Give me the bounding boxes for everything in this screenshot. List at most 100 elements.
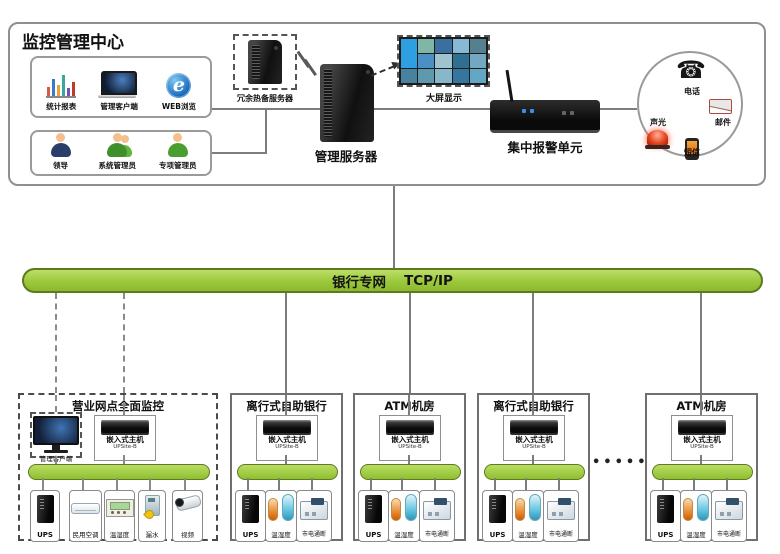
connector-line	[408, 455, 410, 464]
big-screen-box	[397, 35, 490, 87]
connector-line	[393, 186, 395, 268]
connector-dashed	[149, 478, 151, 490]
site-network-pill	[484, 464, 585, 480]
connector-line	[700, 395, 702, 415]
device-label: 温湿度	[109, 531, 130, 539]
device-label: 市电通断	[548, 531, 573, 538]
tool-client: 管理客户端	[98, 70, 138, 113]
role-label: 专项管理员	[159, 161, 197, 170]
site-network-pill	[652, 464, 753, 480]
role-leader: 领导	[46, 132, 76, 171]
connector-dashed	[123, 293, 125, 393]
embedded-host-card: 嵌入式主机 UPSite-B	[503, 415, 565, 461]
tool-label: WEB浏览	[161, 102, 196, 111]
embedded-host-card: 嵌入式主机 UPSite-B	[671, 415, 733, 461]
ups-icon	[365, 495, 382, 523]
ellipsis-dots: ••••••	[592, 455, 660, 470]
water-leak-icon	[144, 495, 160, 516]
embedded-host-card: 嵌入式主机 UPSite-B	[379, 415, 441, 461]
host-label: 嵌入式主机	[106, 435, 144, 444]
siren-label: 声光	[650, 118, 666, 127]
connector-line	[700, 455, 702, 464]
site-network-pill	[237, 464, 338, 480]
connector-line	[285, 455, 287, 464]
tool-label: 管理客户端	[100, 102, 138, 111]
embedded-host-card: 嵌入式主机 UPSite-B	[256, 415, 318, 461]
role-label: 系统管理员	[98, 161, 137, 170]
connector-line	[285, 395, 287, 415]
host-model: UPSite-B	[113, 444, 137, 450]
host-label: 嵌入式主机	[391, 435, 429, 444]
site-branch-monitoring: 营业网点全面监控 管理客户端 嵌入式主机 UPSite-B UPS 民用空调	[18, 393, 218, 542]
device-label: 市电通断	[716, 531, 741, 538]
device-label: UPS	[365, 531, 382, 539]
device-ups: UPS	[650, 490, 681, 542]
device-ups: UPS	[30, 490, 60, 542]
device-label: 漏水	[145, 531, 159, 539]
device-temp-humidity: 温湿度	[512, 490, 544, 542]
connector-line	[693, 478, 695, 490]
device-label: 温湿度	[518, 531, 538, 539]
device-label: 市电通断	[424, 531, 449, 538]
connector-line	[494, 478, 496, 490]
connector-line	[525, 478, 527, 490]
network-protocol: TCP/IP	[404, 272, 453, 289]
sms-phone-icon	[685, 138, 699, 160]
management-server-label: 管理服务器	[314, 149, 378, 164]
telephone-label: 电话	[684, 87, 700, 96]
mains-power-icon	[423, 498, 451, 520]
connector-dashed	[55, 458, 57, 464]
device-ac: 民用空调	[69, 490, 102, 542]
connector-line	[532, 455, 534, 464]
thermometer-icons	[268, 494, 294, 521]
page-title: 监控管理中心	[22, 33, 124, 53]
connector-line	[726, 478, 728, 490]
air-conditioner-icon	[71, 503, 100, 514]
device-mains-power: 市电通断	[296, 490, 332, 542]
embedded-host-icon	[101, 420, 149, 433]
role-sysadmin: 系统管理员	[98, 132, 137, 171]
monitor-icon	[33, 416, 79, 453]
ups-icon	[657, 495, 674, 523]
device-mains-power: 市电通断	[419, 490, 455, 542]
connector-dashed	[55, 395, 57, 412]
alert-methods-circle: ☎ 电话 邮件 短信 声光	[637, 51, 743, 160]
site-offsite-bank-1: 离行式自助银行 嵌入式主机 UPSite-B UPS 温湿度 市电通断	[230, 393, 343, 542]
mains-power-icon	[715, 498, 743, 520]
bank-network-bar: 银行专网 TCP/IP	[22, 268, 763, 293]
thermometer-icons	[515, 494, 541, 521]
host-model: UPSite-B	[690, 444, 714, 450]
host-model: UPSite-B	[398, 444, 422, 450]
device-label: UPS	[37, 531, 53, 539]
embedded-host-icon	[263, 420, 311, 433]
device-temp-humidity: 温湿度	[680, 490, 712, 542]
device-label: 民用空调	[72, 531, 99, 539]
client-box: 管理客户端	[30, 412, 82, 463]
mail-icon	[709, 99, 732, 114]
connector-dashed	[55, 293, 57, 393]
host-model: UPSite-B	[522, 444, 546, 450]
site-offsite-bank-2: 离行式自助银行 嵌入式主机 UPSite-B UPS 温湿度 市电通断	[477, 393, 590, 542]
role-special-admin: 专项管理员	[159, 132, 197, 171]
device-label: 视频	[181, 531, 194, 539]
telephone-icon: ☎	[676, 56, 706, 84]
role-label: 领导	[53, 161, 68, 170]
device-ups: UPS	[358, 490, 389, 542]
alarm-unit-icon	[490, 70, 600, 133]
device-label: 温湿度	[686, 531, 706, 539]
device-label: 市电通断	[301, 531, 326, 538]
alarm-unit-label: 集中报警单元	[507, 140, 583, 155]
device-temp-humidity: 温湿度	[104, 490, 135, 542]
device-label: 温湿度	[394, 531, 414, 539]
tool-label: 统计报表	[46, 102, 77, 111]
connector-line	[374, 108, 490, 110]
siren-icon	[645, 130, 670, 149]
site-title: 营业网点全面监控	[72, 399, 164, 413]
mail-label: 邮件	[715, 118, 731, 127]
tools-card: 统计报表 管理客户端 e WEB浏览	[30, 56, 212, 118]
device-label: 温湿度	[271, 531, 291, 539]
connector-dashed	[42, 478, 44, 490]
connector-dashed	[116, 478, 118, 490]
tool-reports: 统计报表	[45, 72, 77, 112]
